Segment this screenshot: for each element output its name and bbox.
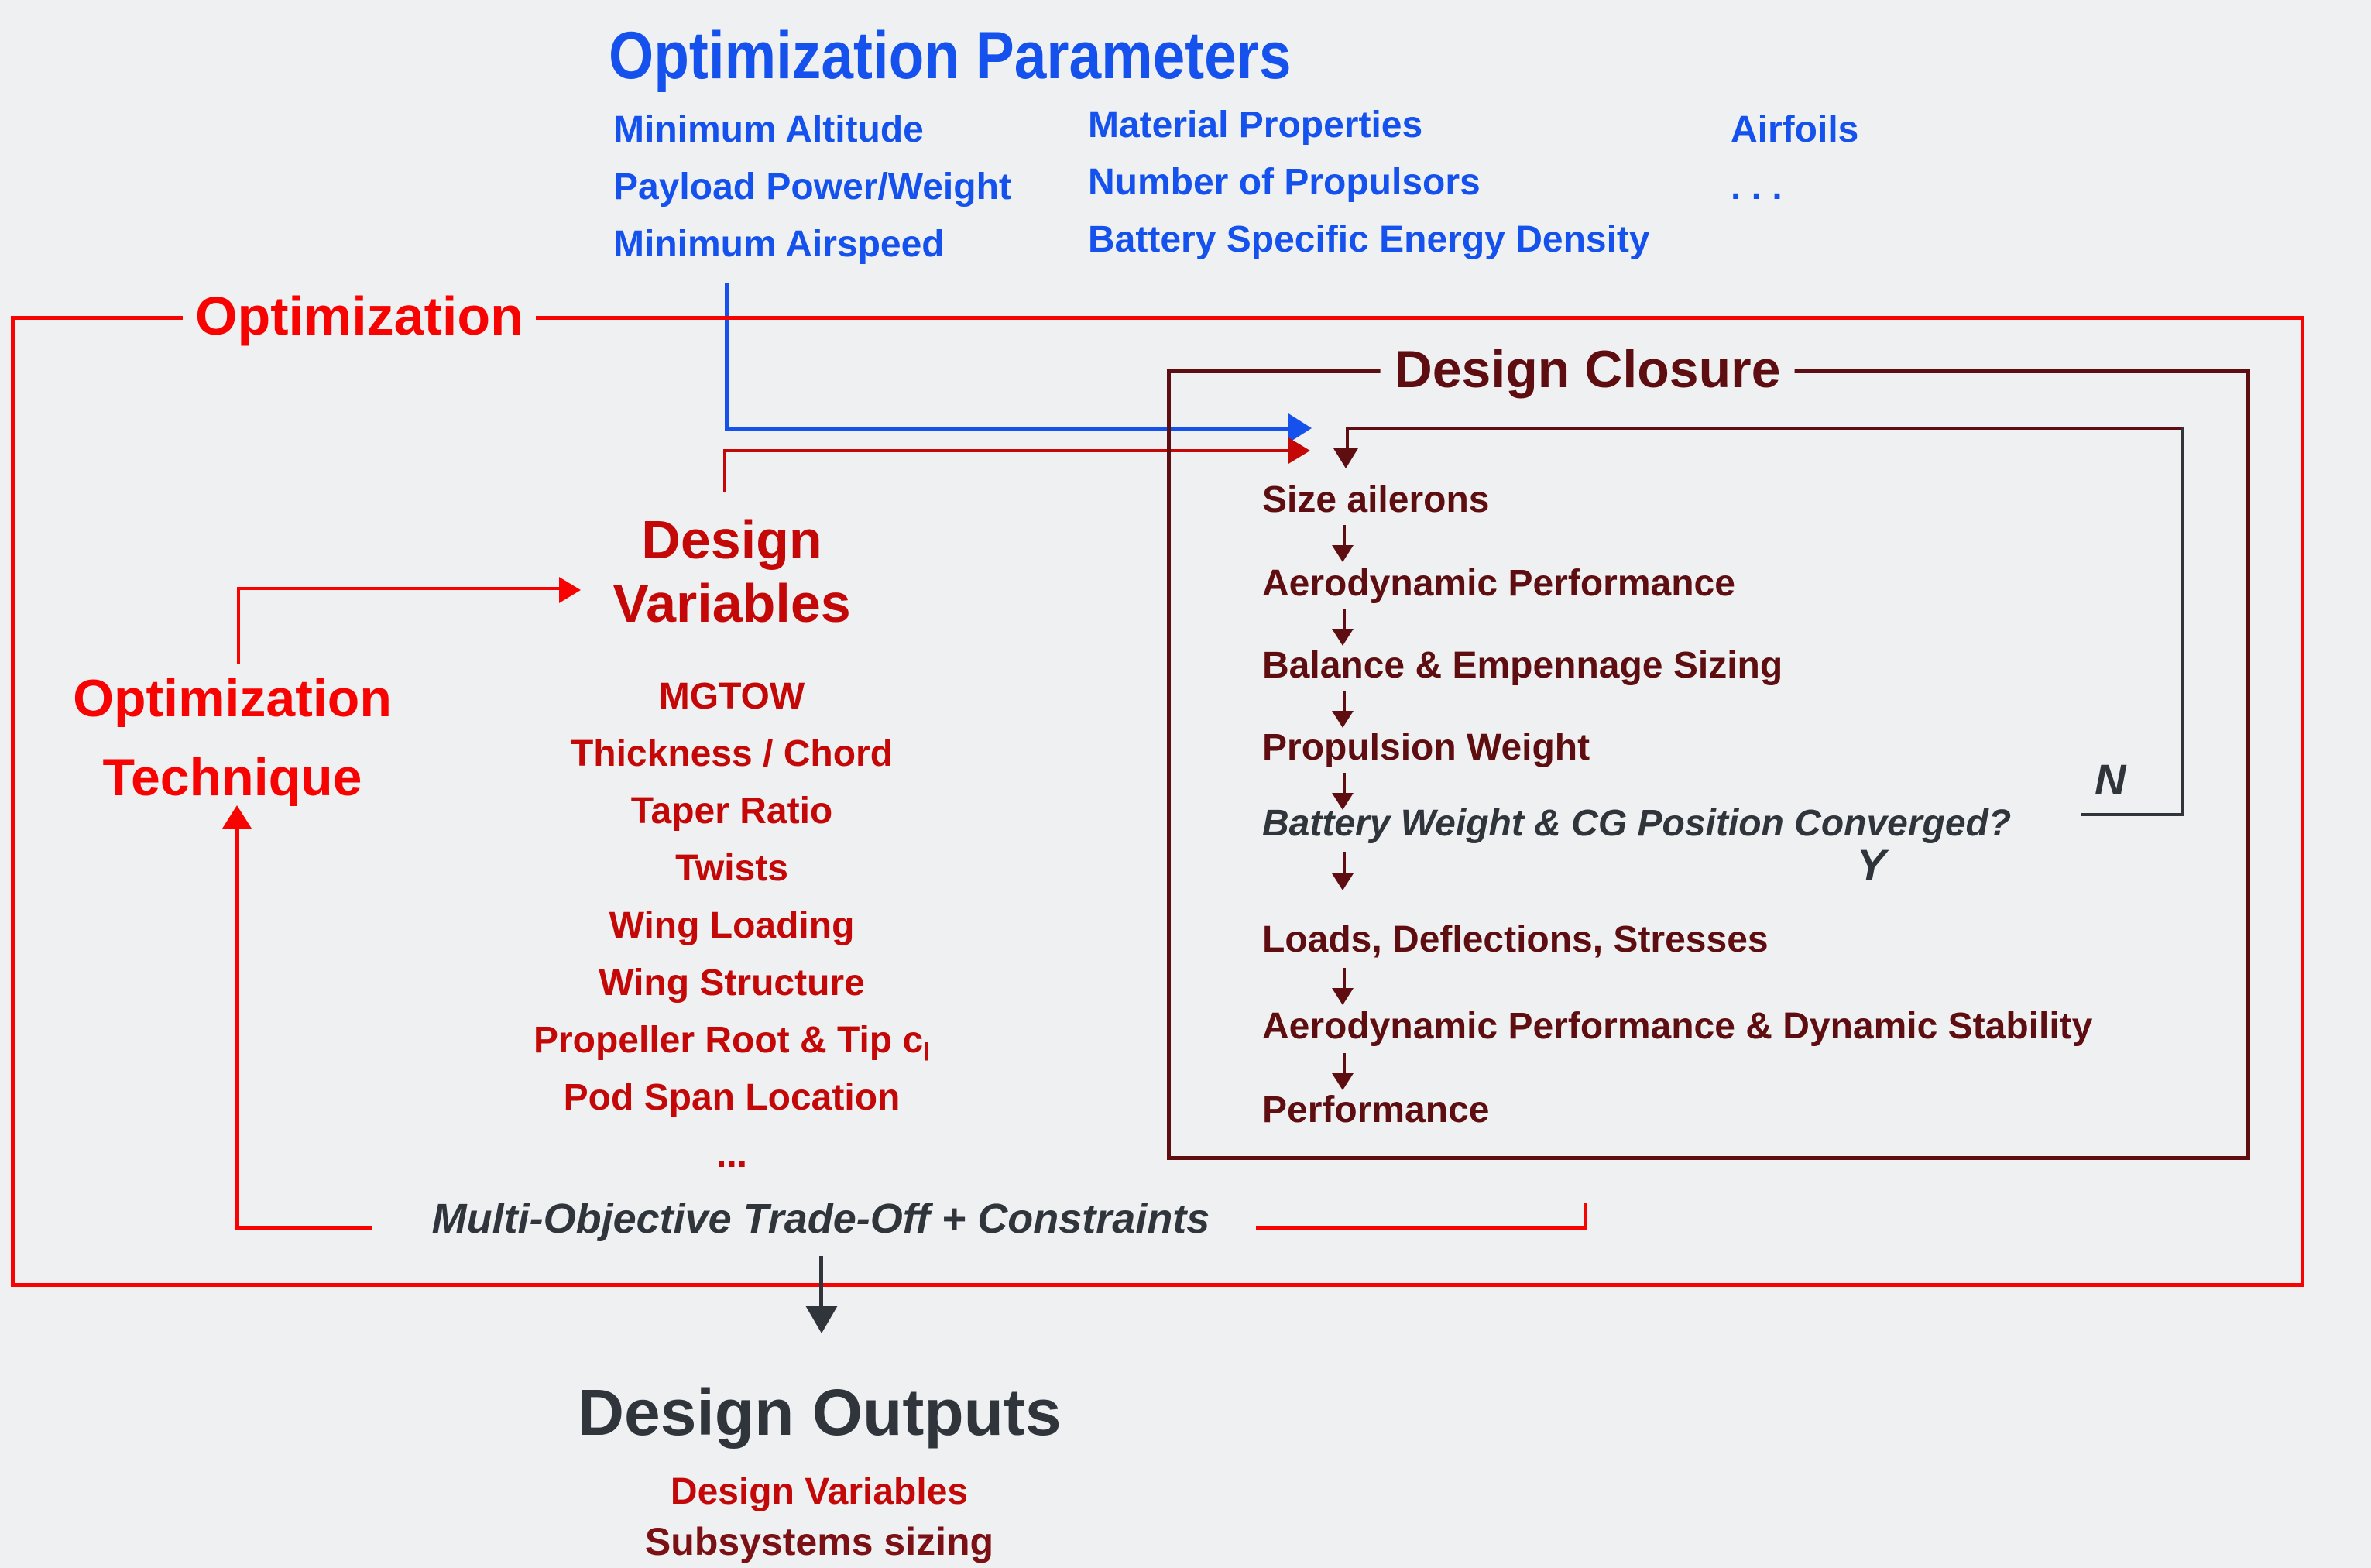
step-arrow-shaft — [1343, 852, 1346, 875]
outputs-arrowhead — [805, 1306, 838, 1333]
step-arrow-shaft — [1343, 691, 1346, 712]
design-outputs-line2: Subsystems sizing — [644, 1520, 994, 1563]
tradeoff-to-technique-line-vertical — [235, 827, 239, 1230]
closure-step: Aerodynamic Performance & Dynamic Stabil… — [1262, 1006, 2093, 1047]
step-arrowhead — [1332, 873, 1354, 890]
step-arrowhead — [1332, 629, 1354, 646]
outputs-arrow-shaft — [819, 1256, 823, 1307]
closure-step: Loads, Deflections, Stresses — [1262, 919, 1769, 960]
parameter-item: Minimum Airspeed — [613, 224, 945, 265]
step-arrowhead — [1332, 1073, 1354, 1090]
closure-to-tradeoff-line-horizontal — [1256, 1226, 1587, 1230]
design-variable-item: Twists — [675, 848, 788, 889]
design-variables-heading-line1: Design — [641, 510, 822, 570]
optimization-technique-label-line2: Technique — [102, 748, 362, 807]
design-variable-item: Taper Ratio — [630, 791, 833, 832]
design-variable-item: MGTOW — [658, 676, 805, 717]
tradeoff-label: Multi-Objective Trade-Off + Constraints — [431, 1196, 1210, 1242]
design-variable-item-propeller-subscript: l — [923, 1038, 931, 1066]
closure-entry-arrowhead — [1333, 448, 1358, 468]
design-variable-item: Wing Loading — [609, 905, 855, 946]
closure-step: Performance — [1262, 1089, 1490, 1131]
step-arrowhead — [1332, 988, 1354, 1005]
variables-to-closure-line-horizontal — [723, 449, 1288, 452]
technique-to-variables-line-vertical — [237, 587, 240, 664]
step-arrowhead — [1332, 711, 1354, 728]
optimization-technique-label-line1: Optimization — [73, 669, 392, 728]
converged-no-loop-line-horizontal — [2081, 813, 2182, 816]
parameter-item: Material Properties — [1088, 105, 1423, 146]
closure-step: Aerodynamic Performance — [1262, 563, 1735, 604]
design-outputs-line1: Design Variables — [670, 1471, 969, 1512]
parameter-item: Battery Specific Energy Density — [1088, 219, 1650, 260]
converged-no-label: N — [2095, 755, 2126, 804]
closure-to-tradeoff-line-vertical — [1584, 1203, 1587, 1229]
design-variable-ellipsis: ... — [715, 1134, 747, 1175]
step-arrowhead — [1332, 793, 1354, 810]
tradeoff-to-technique-line-horizontal — [235, 1226, 372, 1230]
variables-to-closure-arrowhead — [1288, 437, 1310, 464]
design-outputs-title: Design Outputs — [577, 1376, 1062, 1449]
design-variables-list: MGTOW Thickness / Chord Taper Ratio Twis… — [499, 668, 964, 1184]
technique-to-variables-line-horizontal — [237, 587, 559, 590]
parameters-to-closure-line-horizontal — [725, 427, 1288, 431]
step-arrowhead — [1332, 545, 1354, 562]
parameters-title: Optimization Parameters — [609, 19, 1292, 93]
closure-entry-arrow-shaft — [1346, 427, 1349, 450]
converged-yes-label: Y — [1857, 840, 1886, 889]
optimization-box-label: Optimization — [183, 280, 536, 352]
parameter-item: Payload Power/Weight — [613, 166, 1011, 208]
design-closure-title: Design Closure — [1380, 336, 1795, 403]
closure-decision-step: Battery Weight & CG Position Converged? — [1262, 803, 2012, 844]
design-variable-item-propeller-text: Propeller Root & Tip c — [533, 1020, 924, 1061]
closure-loop-top-line — [1347, 427, 2182, 430]
step-arrow-shaft — [1343, 1053, 1346, 1075]
technique-to-variables-arrowhead — [559, 577, 581, 603]
design-variable-item: Thickness / Chord — [570, 733, 894, 774]
design-variable-item: Wing Structure — [599, 962, 865, 1004]
variables-to-closure-line-vertical — [723, 449, 726, 492]
parameter-item: Number of Propulsors — [1088, 162, 1481, 203]
design-variable-item: Pod Span Location — [563, 1077, 901, 1118]
step-arrow-shaft — [1343, 609, 1346, 630]
optimization-boundary-box — [11, 316, 2304, 1287]
closure-step: Size ailerons — [1262, 479, 1490, 520]
converged-no-loop-line-vertical — [2181, 427, 2184, 816]
parameters-to-closure-line-vertical — [725, 283, 729, 431]
design-variables-heading-line2: Variables — [612, 573, 851, 633]
parameter-item: Airfoils — [1731, 109, 1859, 150]
closure-step: Balance & Empennage Sizing — [1262, 645, 1783, 686]
parameter-item: Minimum Altitude — [613, 109, 924, 150]
step-arrow-shaft — [1343, 968, 1346, 990]
step-arrow-shaft — [1343, 773, 1346, 794]
closure-step: Propulsion Weight — [1262, 727, 1590, 768]
tradeoff-to-technique-arrowhead — [222, 805, 252, 829]
design-variable-item-propeller: Propeller Root & Tip cl — [499, 1012, 964, 1069]
parameter-ellipsis: . . . — [1731, 166, 1783, 208]
step-arrow-shaft — [1343, 525, 1346, 547]
